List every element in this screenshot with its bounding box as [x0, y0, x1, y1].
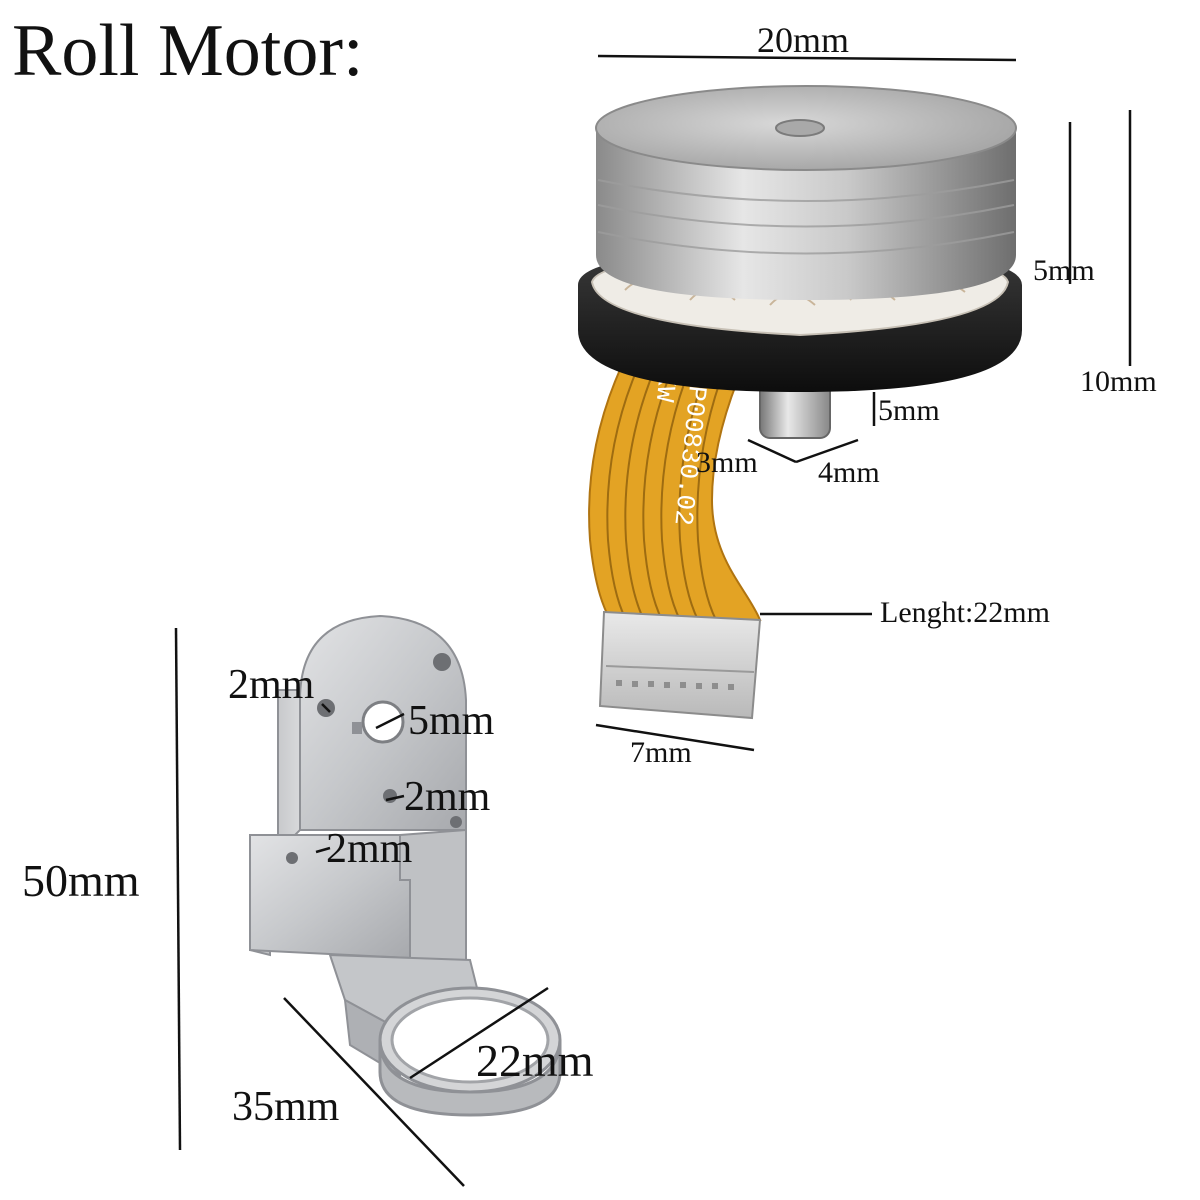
roll-motor: P00830.02 KW — [578, 85, 1022, 720]
bracket-dimension-lines — [174, 627, 549, 1187]
bracket-center-hole — [361, 700, 405, 744]
motor-center-hole — [775, 119, 825, 137]
ring-diameter-label: 22mm — [476, 1035, 594, 1086]
body-height-label: 5mm — [1033, 254, 1095, 287]
motor-cap-side — [596, 128, 1016, 300]
bracket-height-label: 50mm — [22, 855, 140, 906]
hole-mid-label: 2mm — [404, 774, 491, 820]
motor-bracket — [249, 614, 562, 1117]
diameter-label: 20mm — [757, 20, 850, 60]
total-height-label: 10mm — [1080, 365, 1157, 398]
flex-connector — [598, 610, 762, 720]
bracket-hole-low — [286, 852, 298, 864]
base-width-label: 35mm — [232, 1084, 340, 1130]
bracket-hole-right — [450, 816, 462, 828]
center-hole-label: 5mm — [408, 698, 495, 744]
cable-length-label: Lenght:22mm — [880, 596, 1050, 629]
bracket-hole-mid — [383, 789, 397, 803]
hole-top-label: 2mm — [228, 662, 315, 708]
connector-width-label: 7mm — [630, 736, 692, 769]
page-title: Roll Motor: — [12, 10, 364, 92]
shaft-a-label: 3mm — [696, 446, 758, 479]
motor-dimension-lines — [595, 54, 1132, 752]
shaft-b-label: 4mm — [818, 456, 880, 489]
shaft-length-label: 5mm — [878, 394, 940, 427]
bracket-hole-top-right — [433, 653, 451, 671]
hole-low-label: 2mm — [326, 826, 413, 872]
